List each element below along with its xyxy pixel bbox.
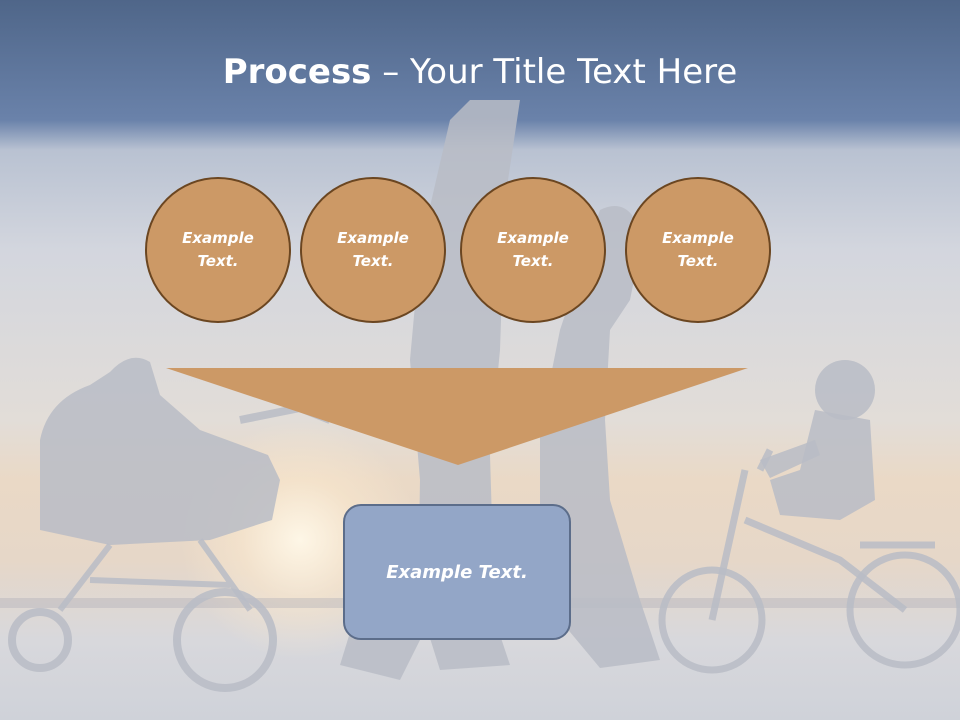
child-on-bike-silhouette [658, 360, 960, 674]
process-circle-4: Example Text. [625, 177, 771, 323]
result-box: Example Text. [343, 504, 571, 640]
process-circle-1: Example Text. [145, 177, 291, 323]
process-circle-1-text: Example Text. [182, 229, 254, 270]
funnel-triangle [166, 368, 748, 465]
process-circle-2-text: Example Text. [337, 229, 409, 270]
process-circle-3-text: Example Text. [497, 229, 569, 270]
process-circle-3: Example Text. [460, 177, 606, 323]
process-circle-2: Example Text. [300, 177, 446, 323]
process-circle-4-text: Example Text. [662, 229, 734, 270]
slide-title: Process – Your Title Text Here [0, 52, 960, 92]
result-box-text: Example Text. [386, 561, 528, 583]
title-bold: Process [222, 52, 372, 92]
title-rest: – Your Title Text Here [371, 52, 738, 92]
